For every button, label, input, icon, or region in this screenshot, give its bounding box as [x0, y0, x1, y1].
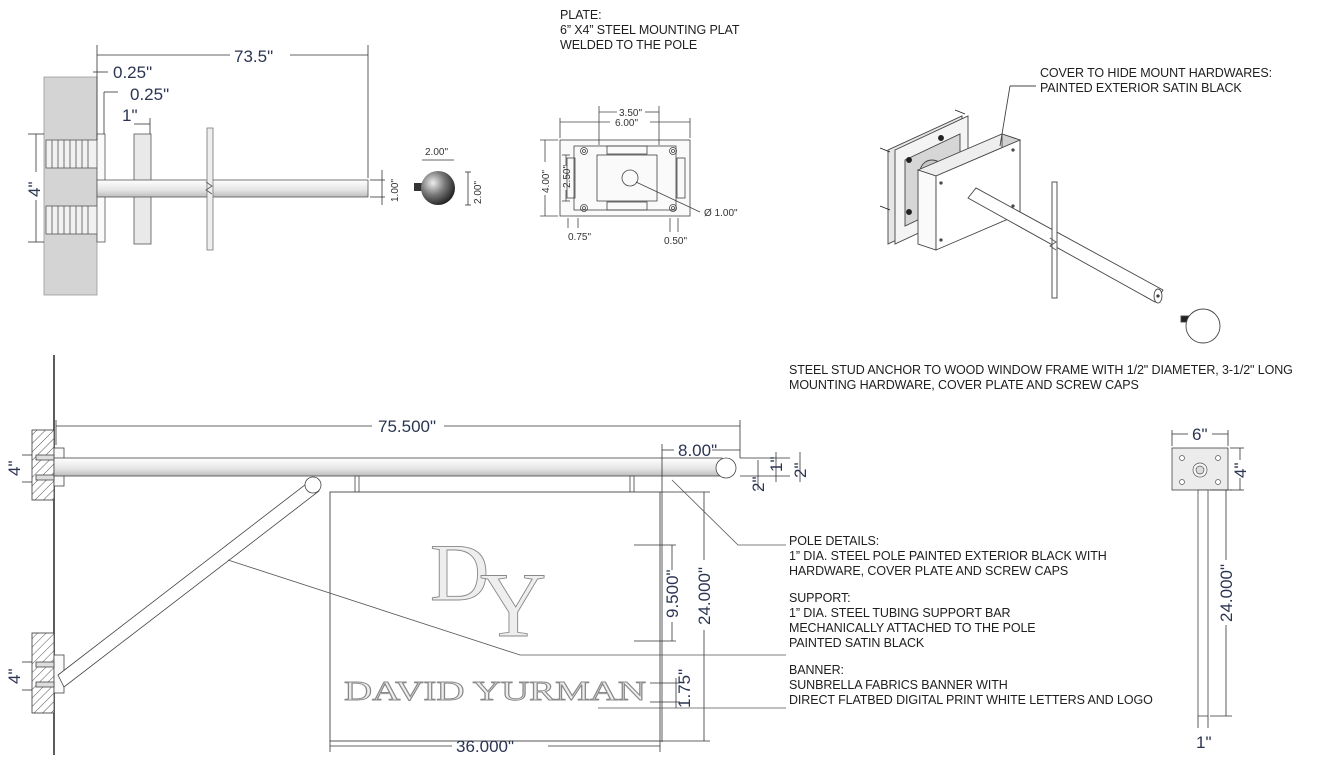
- plate-note-line-1: 6” X4” STEEL MOUNTING PLAT: [560, 23, 740, 37]
- banner-hangers: [354, 475, 635, 493]
- callout-leaders: [227, 479, 786, 709]
- support-bar: [57, 480, 320, 688]
- dim-pole-dia: 1.00": [390, 179, 401, 202]
- iso-end-ball: [1185, 308, 1221, 344]
- plate-center-hole: [621, 169, 639, 187]
- banner-line-1: SUNBRELLA FABRICS BANNER WITH: [789, 678, 1008, 692]
- plate-dim-width: 6.00": [615, 118, 638, 129]
- anchor-note: STEEL STUD ANCHOR TO WOOD WINDOW FRAME W…: [789, 363, 1293, 393]
- cover-note-line-1: COVER TO HIDE MOUNT HARDWARES:: [1040, 66, 1272, 80]
- cover-note: COVER TO HIDE MOUNT HARDWARES: PAINTED E…: [1040, 66, 1272, 96]
- ball-stem: [414, 183, 422, 191]
- plate-dim-height: 4.00": [541, 170, 552, 193]
- dim-ball-height: 2.00": [473, 181, 484, 204]
- dim-ball-width: 2.00": [425, 147, 448, 158]
- elev-dim-pole: 1": [767, 457, 786, 473]
- plate-dim-edge-right: 0.50": [664, 236, 687, 247]
- elev-dim-logo-height: 9.500": [663, 569, 682, 618]
- plate-note: PLATE: 6” X4” STEEL MOUNTING PLAT WELDED…: [560, 8, 739, 53]
- isometric-view: [879, 85, 1221, 344]
- plate-dim-edge-left: 0.75": [568, 232, 591, 243]
- anchor-note-line-2: MOUNTING HARDWARE, COVER PLATE AND SCREW…: [789, 378, 1139, 392]
- plate-detail: 6.00" 3.50" 4.00" 2.50" Ø 1.00" 0.75" 0.…: [540, 106, 738, 247]
- banner-monogram-d: D: [430, 527, 489, 618]
- main-elevation: D Y DAVID YURMAN: [5, 355, 810, 756]
- end-dim-height: 4": [1231, 463, 1250, 479]
- elev-dim-banner-height: 24.000": [695, 567, 714, 625]
- wall-block: [43, 76, 98, 296]
- cover-note-line-2: PAINTED EXTERIOR SATIN BLACK: [1040, 81, 1242, 95]
- plate-dim-inner-width: 3.50": [619, 108, 642, 119]
- side-view-detail: 73.5" 0.25" 0.25" 1" 4" 1.00" 2.00" 2.00…: [25, 45, 484, 296]
- banner-panel: [329, 491, 661, 742]
- end-dim-width: 6": [1192, 425, 1208, 444]
- elev-dim-overall: 75.500": [378, 417, 436, 436]
- plate-note-heading: PLATE:: [560, 8, 602, 22]
- elev-dim-text-height: 1.75": [675, 669, 694, 708]
- break-mark: [205, 181, 213, 195]
- plate-outline: [559, 139, 691, 217]
- support-joint: [304, 476, 322, 494]
- end-view: 6" 4" 24.000" 1": [1171, 425, 1250, 752]
- banner-line-2: DIRECT FLATBED DIGITAL PRINT WHITE LETTE…: [789, 693, 1153, 707]
- elev-dim-ball-b: 2": [749, 477, 768, 493]
- end-view-bar: [1197, 489, 1209, 717]
- banner-monogram-y: Y: [480, 554, 546, 656]
- dim-gap-1: 0.25": [113, 63, 152, 82]
- dim-plate-thickness: 1": [122, 106, 138, 125]
- dim-gap-2: 0.25": [130, 85, 169, 104]
- upper-wall-bracket: [31, 429, 55, 501]
- anchor-note-line-1: STEEL STUD ANCHOR TO WOOD WINDOW FRAME W…: [789, 363, 1293, 377]
- dim-overall-length: 73.5": [234, 47, 273, 66]
- iso-pole: [967, 187, 1164, 303]
- elev-dim-upper-mount: 4": [5, 461, 24, 477]
- end-dim-dia: 1": [1196, 733, 1212, 752]
- pole-details-note: POLE DETAILS: 1” DIA. STEEL POLE PAINTED…: [789, 534, 1153, 708]
- end-dim-length: 24.000": [1217, 564, 1236, 622]
- side-view-dimension-lines: [28, 45, 471, 243]
- plate-note-line-2: WELDED TO THE POLE: [560, 38, 698, 52]
- pole-details-heading: POLE DETAILS:: [789, 534, 880, 548]
- support-line-2: MECHANICALLY ATTACHED TO THE POLE: [789, 621, 1036, 635]
- banner-wordmark: DAVID YURMAN: [344, 676, 646, 706]
- support-line-3: PAINTED SATIN BLACK: [789, 636, 925, 650]
- elevation-pole: [53, 457, 723, 477]
- pole: [96, 179, 369, 198]
- support-heading: SUPPORT:: [789, 591, 851, 605]
- support-line-1: 1” DIA. STEEL TUBING SUPPORT BAR: [789, 606, 1011, 620]
- plate-dim-inner-height: 2.50": [562, 165, 573, 188]
- elev-dim-lower-mount: 4": [5, 669, 24, 685]
- end-ball: [421, 171, 455, 205]
- elev-dim-ball-a: 2": [791, 463, 810, 479]
- elevation-dimension-lines: [22, 420, 801, 752]
- elev-dim-end: 8.00": [678, 441, 717, 460]
- pole-details-line-2: HARDWARE, COVER PLATE AND SCREW CAPS: [789, 564, 1069, 578]
- iso-break-bar: [1051, 181, 1058, 299]
- banner-heading: BANNER:: [789, 663, 844, 677]
- plate-dim-hole: Ø 1.00": [704, 208, 738, 219]
- dim-mount-height: 4": [25, 182, 44, 198]
- lower-wall-bracket: [31, 632, 55, 714]
- anchor-bolts: [45, 139, 101, 235]
- elev-dim-banner-width: 36.000": [456, 737, 514, 756]
- pole-details-line-1: 1” DIA. STEEL POLE PAINTED EXTERIOR BLAC…: [789, 549, 1107, 563]
- elevation-end-ball: [715, 457, 737, 479]
